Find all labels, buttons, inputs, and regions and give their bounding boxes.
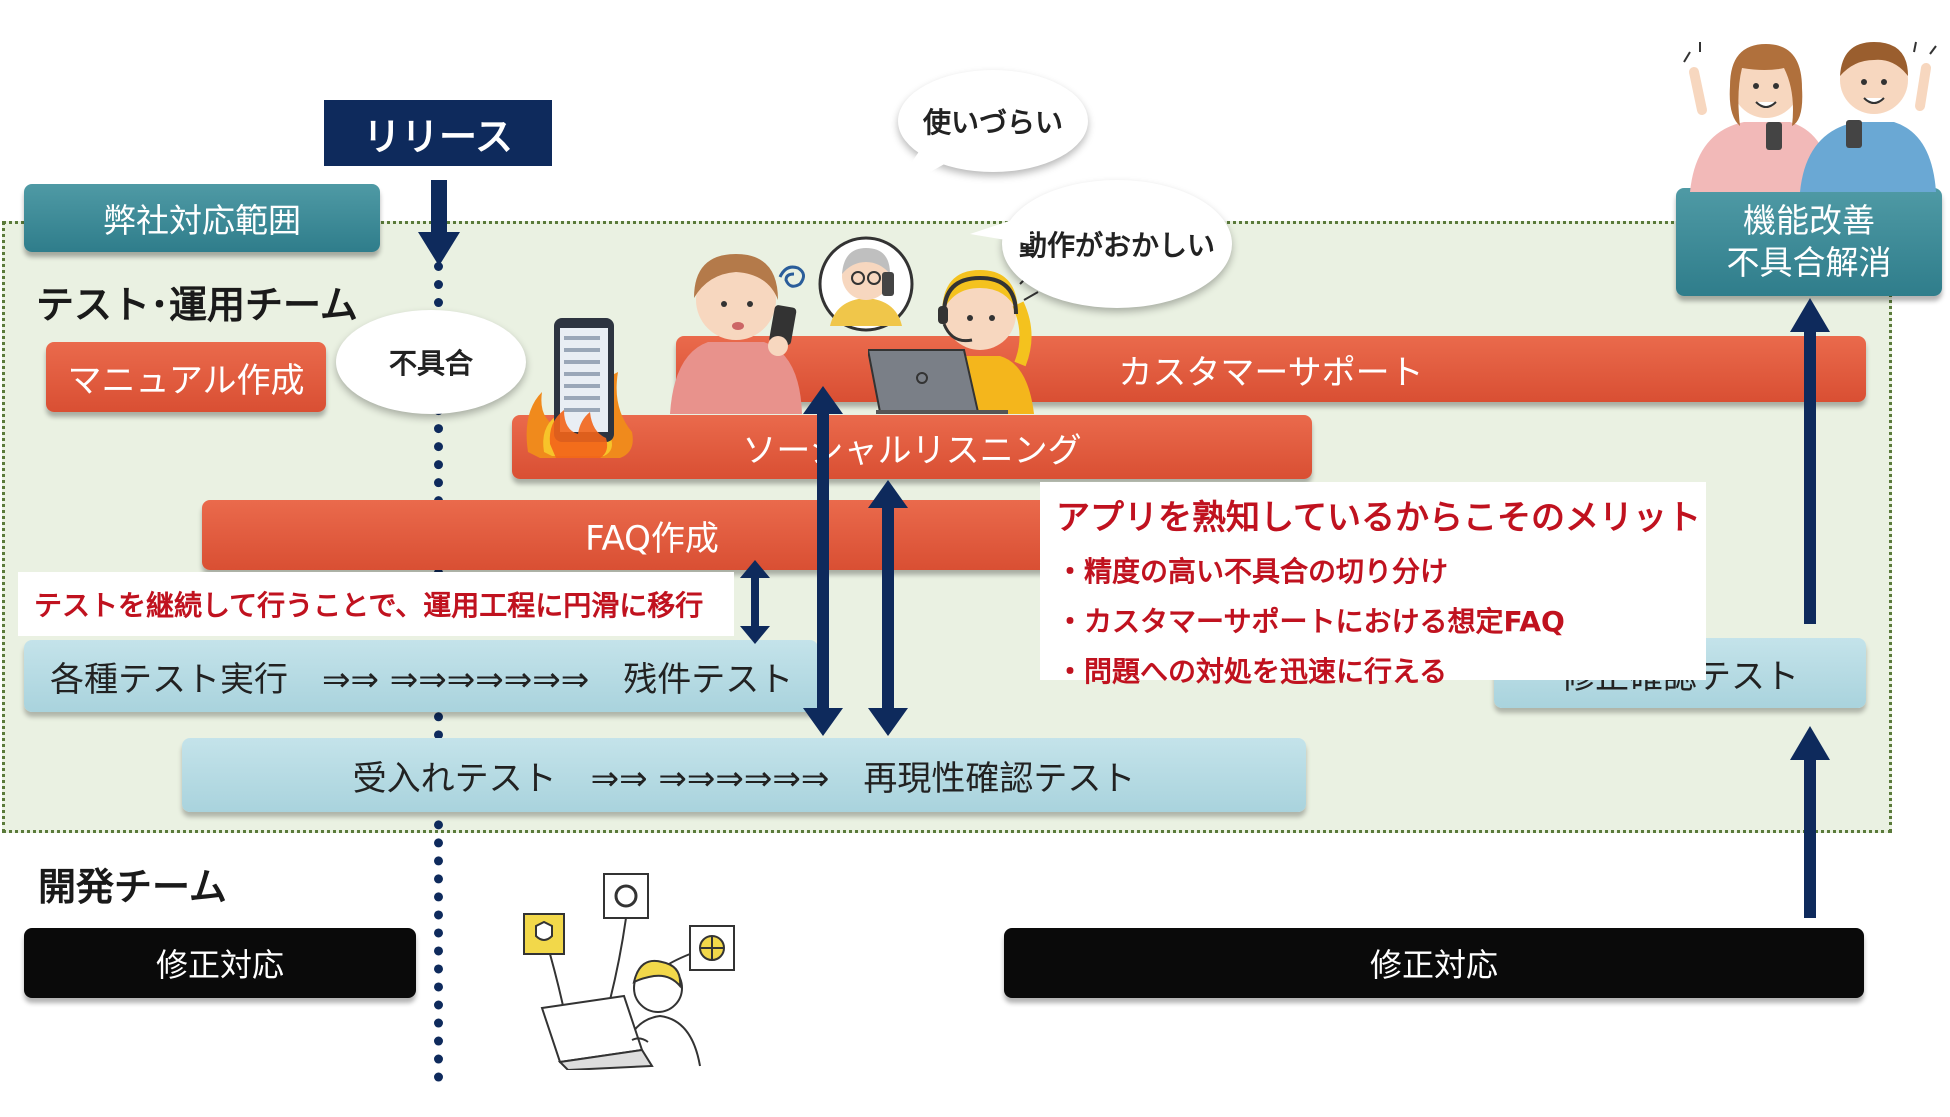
- merit-item: ・精度の高い不具合の切り分け: [1056, 555, 1449, 588]
- dev-team-label: 開発チーム: [38, 865, 227, 909]
- check-to-improvement-up-arrow: [1790, 298, 1830, 624]
- fix-bar-left: 修正対応: [24, 928, 416, 998]
- improvement-box: 機能改善 不具合解消: [1676, 188, 1942, 296]
- support-operator-illustration: [868, 270, 1034, 414]
- improvement-line1: 機能改善: [1743, 201, 1875, 240]
- continuous-testing-note: テストを継続して行うことで、運用工程に円滑に移行: [18, 572, 734, 636]
- social-listening-bar: ソーシャルリスニング: [512, 415, 1312, 479]
- scope-label: 弊社対応範囲: [24, 184, 380, 252]
- acceptance-test-bar: 受入れテスト ⇒⇒ ⇒⇒⇒⇒⇒⇒ 再現性確認テスト: [182, 738, 1306, 812]
- support-to-test-double-arrow: [803, 386, 843, 736]
- burning-phone-icon: [526, 318, 633, 458]
- release-arrow: [418, 180, 460, 266]
- listening-to-test-double-arrow: [868, 480, 908, 736]
- release-label: リリース: [324, 100, 552, 166]
- confused-icon: [778, 265, 805, 288]
- customer-support-bar: カスタマーサポート: [676, 336, 1866, 402]
- merit-box: アプリを熟知しているからこそのメリット ・精度の高い不具合の切り分け ・カスタマ…: [1040, 482, 1706, 688]
- defect-bubble: 不具合: [336, 310, 526, 414]
- elderly-caller-illustration: [818, 236, 914, 332]
- merit-item: ・カスタマーサポートにおける想定FAQ: [1056, 605, 1565, 638]
- developer-illustration: [523, 873, 735, 1070]
- fix-bar-right: 修正対応: [1004, 928, 1864, 998]
- weird-behavior-bubble: 動作がおかしい: [1002, 180, 1232, 308]
- merit-item: ・問題への対処を迅速に行える: [1056, 655, 1448, 688]
- manual-bar: マニュアル作成: [46, 342, 326, 412]
- merit-title: アプリを熟知しているからこそのメリット: [1056, 498, 1701, 538]
- faq-bar: FAQ作成: [202, 500, 1102, 570]
- improvement-line2: 不具合解消: [1726, 243, 1892, 282]
- test-ops-team-label: テスト･運用チーム: [36, 283, 358, 327]
- happy-users-illustration: [1683, 41, 1937, 192]
- weird-behavior-bubble-tail: [970, 214, 1030, 244]
- worried-woman-illustration: [670, 254, 802, 414]
- fix-to-check-up-arrow: [1790, 726, 1830, 918]
- faq-to-test-double-arrow: [740, 560, 770, 644]
- hard-to-use-bubble-tail: [890, 150, 970, 194]
- test-run-bar: 各種テスト実行 ⇒⇒ ⇒⇒⇒⇒⇒⇒⇒ 残件テスト: [24, 640, 818, 712]
